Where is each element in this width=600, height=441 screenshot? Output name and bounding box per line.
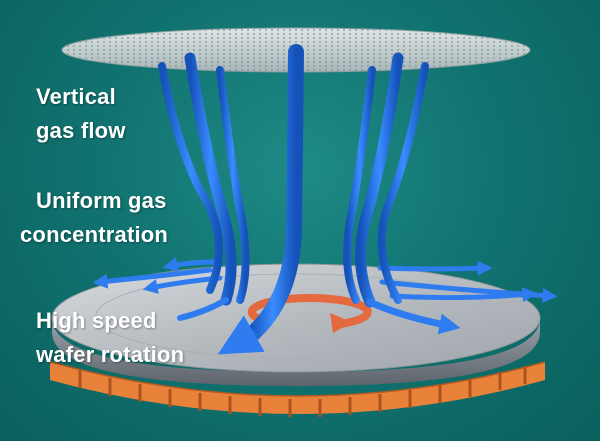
label-line: High speed	[36, 308, 157, 333]
vertical-gas-streams	[158, 44, 461, 355]
label-line: wafer rotation	[36, 342, 185, 367]
label-line: concentration	[20, 222, 169, 247]
label-line: Vertical	[36, 84, 116, 109]
label-uniform-gas-concentration: Uniform gas concentration	[20, 184, 168, 252]
label-line: Uniform gas	[36, 188, 167, 213]
wafer-susceptor	[51, 263, 541, 386]
label-line: gas flow	[36, 118, 126, 143]
label-vertical-gas-flow: Vertical gas flow	[36, 80, 126, 148]
rotation-arrow-icon	[247, 294, 372, 333]
heater-ring	[49, 361, 546, 417]
label-high-speed-wafer-rotation: High speed wafer rotation	[36, 304, 184, 372]
